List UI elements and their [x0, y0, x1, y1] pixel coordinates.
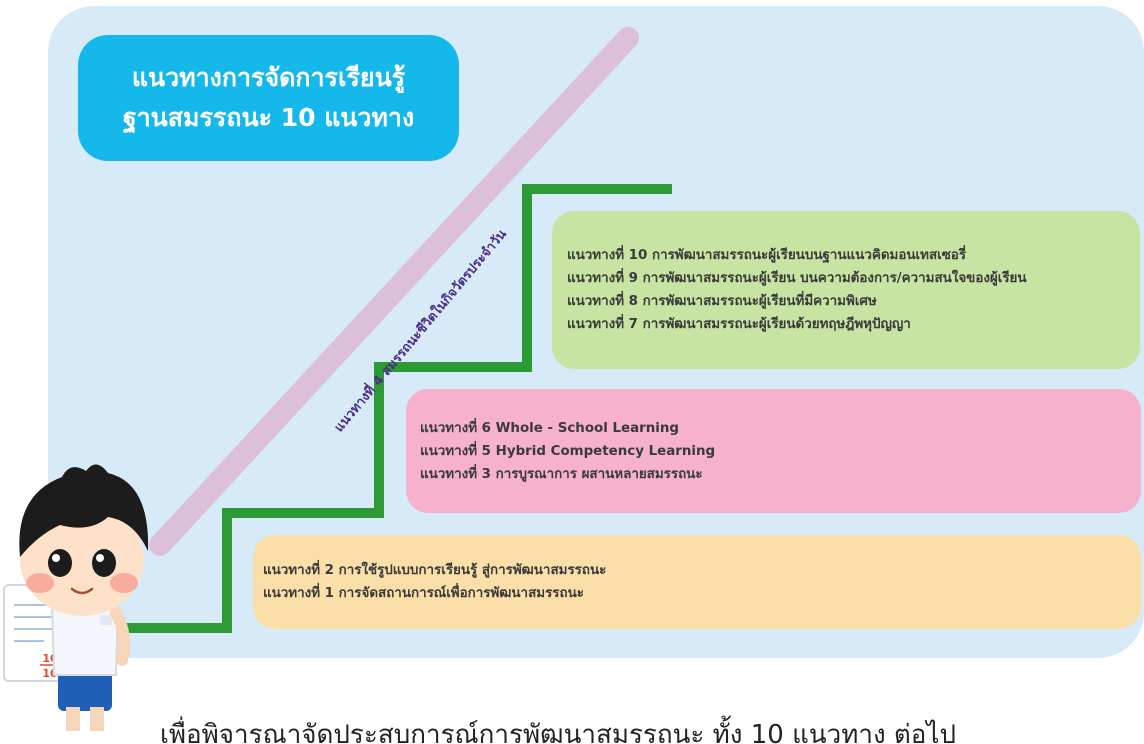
- approach-item-3: แนวทางที่ 3 การบูรณาการ ผสานหลายสมรรถนะ: [420, 466, 703, 482]
- bottom-caption: เพื่อพิจารณาจัดประสบการณ์การพัฒนาสมรรถนะ…: [160, 720, 956, 744]
- approach-item-9: แนวทางที่ 9 การพัฒนาสมรรถนะผู้เรียน บนคว…: [567, 271, 1027, 286]
- approach-item-1: แนวทางที่ 1 การจัดสถานการณ์เพื่อการพัฒนา…: [263, 586, 584, 601]
- title-box: แนวทางการจัดการเรียนรู้ ฐานสมรรถนะ 10 แน…: [78, 35, 459, 161]
- approach-item-6: แนวทางที่ 6 Whole - School Learning: [420, 420, 679, 436]
- student-cartoon: 10 10: [3, 464, 149, 731]
- approach-item-5: แนวทางที่ 5 Hybrid Competency Learning: [420, 443, 716, 459]
- approach-item-10: แนวทางที่ 10 การพัฒนาสมรรถนะผู้เรียนบนฐา…: [567, 248, 967, 263]
- title-line-2: ฐานสมรรถนะ 10 แนวทาง: [122, 103, 415, 132]
- approach-item-2: แนวทางที่ 2 การใช้รูปแบบการเรียนรู้ สู่ก…: [263, 563, 607, 578]
- approach-box-orange: แนวทางที่ 2 การใช้รูปแบบการเรียนรู้ สู่ก…: [253, 535, 1141, 629]
- approach-item-8: แนวทางที่ 8 การพัฒนาสมรรถนะผู้เรียนที่มี…: [567, 294, 877, 309]
- title-line-1: แนวทางการจัดการเรียนรู้: [131, 63, 406, 92]
- diagonal-band: [149, 27, 639, 556]
- approach-box-green: แนวทางที่ 10 การพัฒนาสมรรถนะผู้เรียนบนฐา…: [552, 211, 1140, 369]
- approach-item-7: แนวทางที่ 7 การพัฒนาสมรรถนะผู้เรียนด้วยท…: [567, 317, 911, 332]
- approach-box-pink: แนวทางที่ 6 Whole - School Learning แนวท…: [406, 389, 1141, 513]
- green-staircase: [103, 184, 672, 633]
